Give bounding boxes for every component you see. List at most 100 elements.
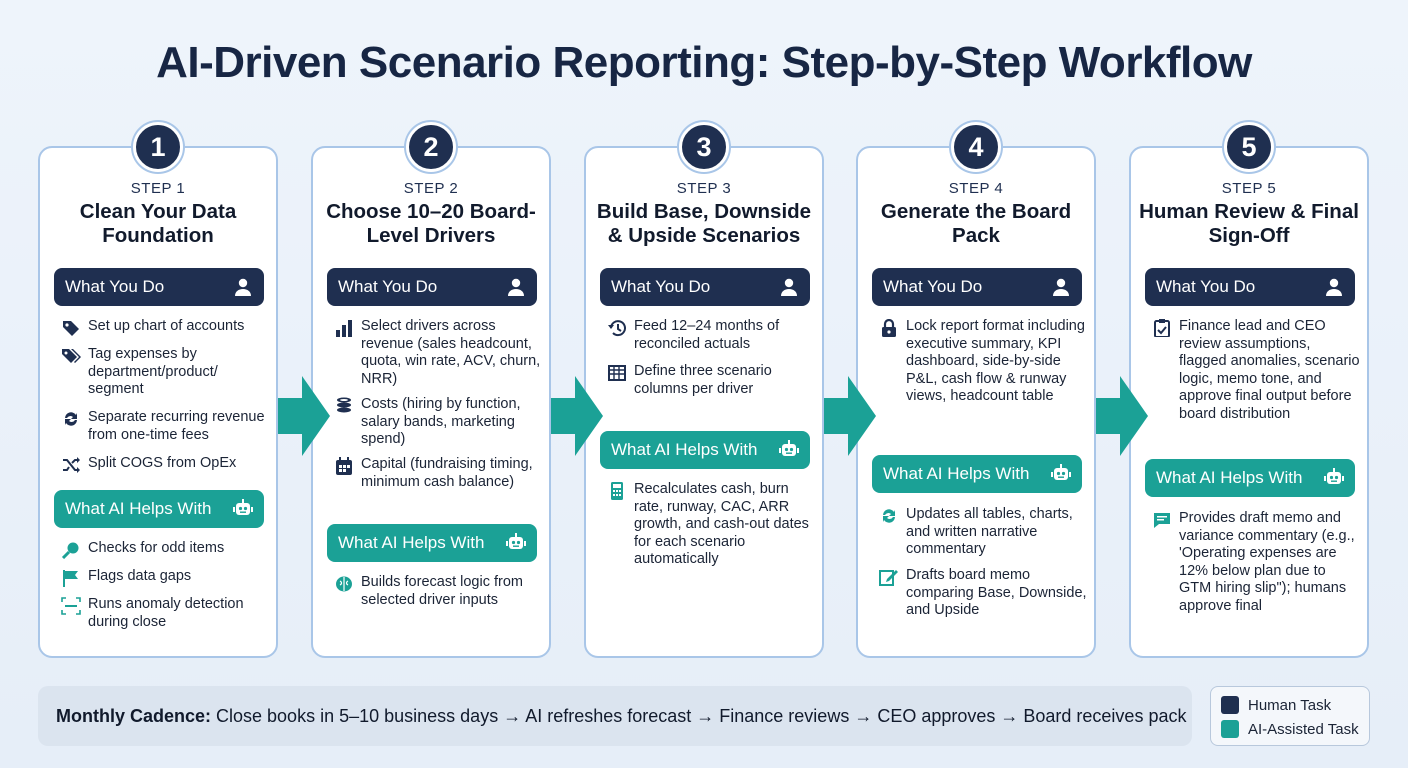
list-item: Finance lead and CEO review assumptions,… (1151, 318, 1361, 423)
magnifier-icon (61, 542, 79, 559)
coins-icon (337, 397, 351, 413)
list-item: Runs anomaly detection during close (60, 596, 270, 631)
list-item: Builds forecast logic from selected driv… (333, 574, 543, 609)
what-you-do-label: What You Do (611, 277, 711, 296)
step-card-2: 2 STEP 2 Choose 10–20 Board-Level Driver… (311, 122, 551, 658)
lock-icon (882, 319, 896, 337)
what-ai-helps-header: What AI Helps With (327, 524, 537, 562)
what-you-do-header: What You Do (872, 268, 1082, 306)
list-item: Drafts board memo comparing Base, Downsi… (878, 567, 1088, 620)
step-title: Generate the Board Pack (880, 200, 1072, 247)
what-you-do-label: What You Do (65, 277, 165, 296)
what-you-do-label: What You Do (883, 277, 983, 296)
what-ai-helps-header: What AI Helps With (872, 455, 1082, 493)
what-ai-helps-label: What AI Helps With (65, 499, 212, 518)
what-ai-helps-header: What AI Helps With (1145, 459, 1355, 497)
what-you-do-header: What You Do (1145, 268, 1355, 306)
item-text: Tag expenses by department/product/ segm… (88, 346, 218, 397)
step-number-badge: 5 (1224, 122, 1274, 172)
list-item: Costs (hiring by function, salary bands,… (333, 396, 543, 449)
legend-label-human: Human Task (1248, 696, 1332, 714)
calculator-icon (611, 482, 623, 500)
clipboard-check-icon (1154, 319, 1170, 337)
legend: Human Task AI-Assisted Task (1210, 686, 1370, 746)
legend-swatch-human (1221, 696, 1239, 714)
what-you-do-header: What You Do (600, 268, 810, 306)
list-item: Define three scenario columns per driver (606, 363, 816, 398)
item-text: Builds forecast logic from selected driv… (361, 574, 523, 608)
list-item: Feed 12–24 months of reconciled actuals (606, 318, 816, 353)
page-title: AI-Driven Scenario Reporting: Step-by-St… (156, 38, 1252, 87)
robot-icon (1324, 468, 1344, 484)
step-number-badge: 2 (406, 122, 456, 172)
item-text: Finance lead and CEO review assumptions,… (1179, 318, 1360, 422)
item-text: Provides draft memo and variance comment… (1179, 510, 1355, 614)
item-text: Define three scenario columns per driver (634, 363, 772, 397)
person-icon (1053, 278, 1069, 296)
table-icon (608, 365, 626, 381)
legend-item-ai: AI-Assisted Task (1221, 720, 1359, 738)
flow-arrow-2-3 (551, 376, 603, 456)
split-icon (63, 457, 80, 473)
robot-icon (779, 440, 799, 456)
list-item: Select drivers across revenue (sales hea… (333, 318, 543, 388)
person-icon (508, 278, 524, 296)
list-item: Set up chart of accounts (60, 318, 270, 337)
step-card-4: 4 STEP 4 Generate the Board Pack What Yo… (856, 122, 1096, 658)
tags-icon (62, 349, 81, 363)
what-ai-helps-label: What AI Helps With (338, 533, 485, 552)
step-number-badge: 4 (951, 122, 1001, 172)
list-item: Recalculates cash, burn rate, runway, CA… (606, 481, 816, 569)
cadence-text: Close books in 5–10 business days → AI r… (216, 705, 1187, 726)
robot-icon (233, 499, 253, 515)
cadence-label: Monthly Cadence: (56, 705, 212, 726)
step-title: Build Base, Downside & Upside Scenarios (596, 200, 812, 247)
step-number-badge: 1 (133, 122, 183, 172)
tag-icon (63, 321, 79, 336)
item-text: Feed 12–24 months of reconciled actuals (634, 318, 780, 352)
step-title: Clean Your Data Foundation (79, 200, 237, 247)
step-card-1: 1 STEP 1 Clean Your Data Foundation What… (38, 122, 278, 658)
what-ai-helps-header: What AI Helps With (54, 490, 264, 528)
scan-icon (61, 597, 81, 615)
person-icon (235, 278, 251, 296)
flow-arrow-3-4 (824, 376, 876, 456)
monthly-cadence-bar: Monthly Cadence: Close books in 5–10 bus… (38, 686, 1192, 746)
step-label: STEP 3 (676, 180, 732, 197)
list-item: Capital (fundraising timing, minimum cas… (333, 456, 543, 491)
list-item: Separate recurring revenue from one-time… (60, 409, 270, 444)
item-text: Recalculates cash, burn rate, runway, CA… (634, 481, 809, 567)
legend-label-ai: AI-Assisted Task (1248, 720, 1359, 738)
item-text: Select drivers across revenue (sales hea… (361, 318, 541, 387)
step-label: STEP 5 (1221, 180, 1277, 197)
what-you-do-header: What You Do (327, 268, 537, 306)
step-label: STEP 2 (403, 180, 459, 197)
edit-icon (879, 570, 898, 586)
step-label: STEP 1 (130, 180, 186, 197)
flag-icon (63, 570, 78, 587)
item-text: Checks for odd items (88, 540, 225, 556)
brain-icon (336, 576, 352, 592)
what-you-do-label: What You Do (338, 277, 438, 296)
flow-arrow-1-2 (278, 376, 330, 456)
robot-icon (1051, 464, 1071, 480)
what-ai-helps-label: What AI Helps With (883, 464, 1030, 483)
what-ai-helps-label: What AI Helps With (611, 440, 758, 459)
legend-swatch-ai (1221, 720, 1239, 738)
item-text: Flags data gaps (88, 568, 192, 584)
step-card-5: 5 STEP 5 Human Review & Final Sign-Off W… (1129, 122, 1369, 658)
what-ai-helps-label: What AI Helps With (1156, 468, 1303, 487)
step-title: Choose 10–20 Board-Level Drivers (326, 200, 536, 247)
list-item: Flags data gaps (60, 568, 270, 587)
person-icon (781, 278, 797, 296)
item-text: Separate recurring revenue from one-time… (88, 409, 265, 443)
step-label: STEP 4 (948, 180, 1004, 197)
list-item: Checks for odd items (60, 540, 270, 559)
what-ai-helps-header: What AI Helps With (600, 431, 810, 469)
what-you-do-label: What You Do (1156, 277, 1256, 296)
item-text: Split COGS from OpEx (88, 455, 237, 471)
item-text: Set up chart of accounts (88, 318, 245, 334)
list-item: Split COGS from OpEx (60, 455, 270, 474)
step-card-3: 3 STEP 3 Build Base, Downside & Upside S… (584, 122, 824, 658)
comment-icon (1154, 513, 1170, 528)
